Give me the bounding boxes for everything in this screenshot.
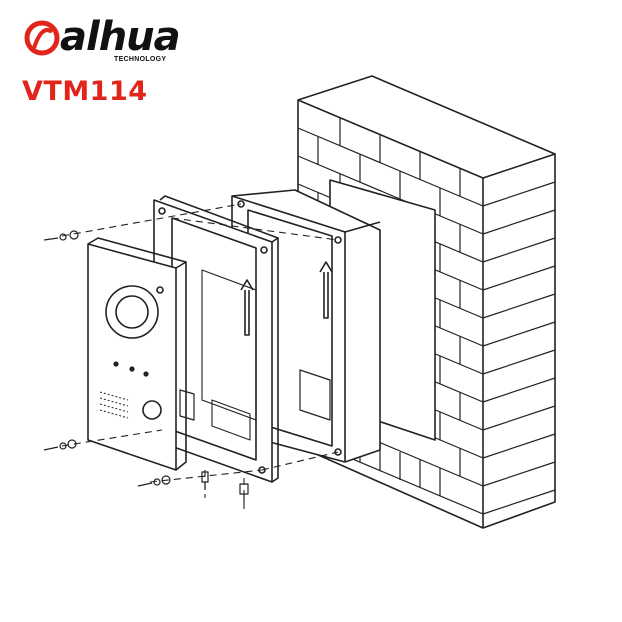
screw-icon: [43, 230, 79, 241]
brand-logo: alhua TECHNOLOGY: [22, 14, 192, 74]
logo-text: alhua: [60, 14, 181, 60]
call-button-icon: [142, 400, 162, 420]
screw-icon: [137, 475, 171, 487]
up-arrow-icon: [319, 261, 333, 319]
model-name: VTM114: [22, 76, 148, 107]
alignment-lines: [61, 203, 339, 510]
screw-icon: [43, 439, 77, 451]
logo-tagline: TECHNOLOGY: [114, 56, 167, 63]
screw-icon: [201, 471, 209, 490]
up-arrow-icon: [240, 279, 254, 336]
screw-icon: [239, 483, 249, 502]
screws: [43, 230, 249, 502]
door-station-module: [87, 237, 195, 471]
camera-lens-icon: [105, 285, 159, 339]
logo-mark-icon: [24, 20, 60, 56]
